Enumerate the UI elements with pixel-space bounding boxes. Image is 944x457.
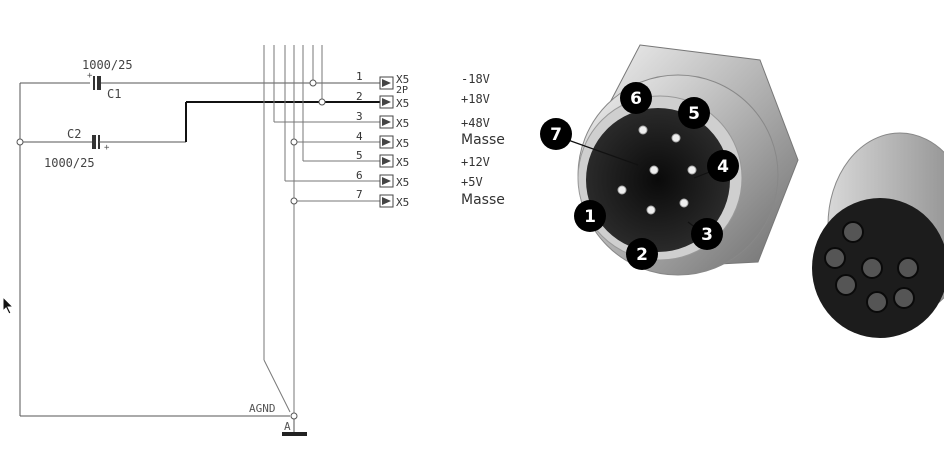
pin-marker-4: 4 <box>707 150 739 182</box>
pin-ref: X5 <box>396 117 409 130</box>
svg-text:3: 3 <box>701 225 713 245</box>
pin-marker-7: 7 <box>540 118 572 150</box>
pin-row-6: 6 X5 +5V <box>356 169 483 189</box>
pin-label: +18V <box>461 92 490 106</box>
pin-ref: X5 <box>396 73 409 86</box>
pin-row-7: 7 X5 Masse <box>356 188 505 209</box>
pin-label: +48V <box>461 116 490 130</box>
pin-marker-5: 5 <box>678 97 710 129</box>
pin-label: Masse <box>461 192 505 208</box>
mouse-cursor-icon <box>2 296 15 315</box>
ground-ref: A <box>284 420 291 433</box>
capacitor-c1: + <box>87 71 380 90</box>
connector-extra: 2P <box>396 85 408 96</box>
svg-text:7: 7 <box>550 125 562 145</box>
pin-marker-2: 2 <box>626 238 658 270</box>
pin-ref: X5 <box>396 196 409 209</box>
pin-ref: X5 <box>396 176 409 189</box>
pin-number: 1 <box>356 70 363 83</box>
pin-number: 6 <box>356 169 363 182</box>
c1-value: 1000/25 <box>82 58 133 72</box>
c1-ref: C1 <box>107 87 121 101</box>
pin-row-5: 5 X5 +12V <box>356 149 490 169</box>
pin-number: 7 <box>356 188 363 201</box>
pin-label: +12V <box>461 155 490 169</box>
pin-marker-3: 3 <box>691 218 723 250</box>
bus-lines <box>263 45 380 416</box>
svg-text:4: 4 <box>717 157 729 177</box>
svg-text:5: 5 <box>688 104 700 124</box>
pin-number: 2 <box>356 90 363 103</box>
pin-number: 4 <box>356 130 363 143</box>
c2-value: 1000/25 <box>44 156 95 170</box>
pin-marker-6: 6 <box>620 82 652 114</box>
pin-marker-1: 1 <box>574 200 606 232</box>
pin-number: 5 <box>356 149 363 162</box>
pin-row-2: 2 X5 +18V <box>356 90 490 110</box>
pin-row-3: 3 X5 +48V <box>356 110 490 130</box>
pin-label: +5V <box>461 175 483 189</box>
junction-dots <box>290 79 326 205</box>
pin-row-1: 1 X5 -18V <box>356 70 490 90</box>
pin-number: 3 <box>356 110 363 123</box>
svg-text:+: + <box>87 71 93 81</box>
pin-row-4: 4 X5 Masse <box>356 130 505 150</box>
ground-symbol <box>282 412 307 436</box>
ground-label: AGND <box>249 402 276 415</box>
bold-wire <box>185 101 380 142</box>
svg-text:6: 6 <box>630 89 642 109</box>
pin-label: -18V <box>461 72 490 86</box>
connector-pins: 1 X5 -18V 2P 2 X5 +18V 3 X5 +48V 4 X5 Ma… <box>356 70 505 209</box>
svg-text:2: 2 <box>636 245 648 265</box>
svg-text:+: + <box>104 143 110 153</box>
pin-ref: X5 <box>396 97 409 110</box>
svg-text:1: 1 <box>584 207 596 227</box>
pin-label: Masse <box>461 132 505 148</box>
c2-ref: C2 <box>67 127 81 141</box>
pin-ref: X5 <box>396 137 409 150</box>
connector-photo: 1 2 3 4 5 6 7 <box>520 0 944 453</box>
left-wire <box>19 82 290 417</box>
female-connector <box>812 132 944 338</box>
capacitor-c2: + <box>16 135 186 153</box>
male-connector <box>577 44 799 276</box>
pin-ref: X5 <box>396 156 409 169</box>
schematic-diagram: + 1000/25 C1 + C2 1000/25 <box>16 45 505 436</box>
